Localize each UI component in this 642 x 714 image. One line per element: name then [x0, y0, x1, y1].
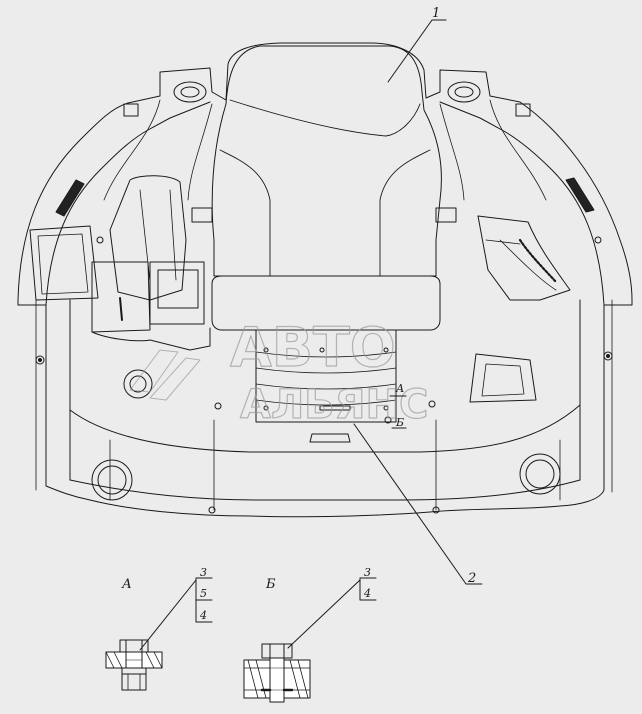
view-marker-a: А [389, 382, 407, 397]
view-marker-b-label: Б [395, 416, 404, 429]
detail-a: А 3 5 4 [105, 566, 213, 691]
detail-b-bolt [243, 643, 311, 703]
watermark-logo: АВТО АЛЬЯНС [129, 315, 429, 429]
detail-a-ref-5: 5 [200, 587, 207, 600]
right-pedal-bracket [469, 215, 571, 403]
detail-a-bolt [105, 639, 163, 691]
upper-mounts [103, 81, 547, 223]
fasteners [35, 236, 613, 514]
callout-number-2: 2 [467, 571, 476, 586]
callout-number-1: 1 [432, 6, 440, 21]
watermark-line2: АЛЬЯНС [240, 382, 428, 428]
drain-holes [91, 369, 561, 501]
detail-b: Б 3 4 [243, 566, 377, 703]
callout-1: 1 [387, 6, 447, 83]
seat-suspension [255, 329, 397, 443]
detail-b-title: Б [265, 577, 276, 592]
floor-inner-edge [45, 101, 605, 306]
seat-back [211, 45, 442, 277]
callout-2: 2 [353, 423, 483, 586]
watermark-line1: АВТО [230, 316, 396, 379]
detail-a-title: А [121, 577, 132, 592]
seat-cushion [211, 275, 441, 331]
left-console [29, 175, 211, 351]
detail-a-ref-4: 4 [199, 609, 207, 622]
detail-a-ref-3: 3 [200, 566, 207, 579]
cab-floor-outline [17, 42, 633, 518]
assembly-main-view: АВТО АЛЬЯНС 1 2 А Б [17, 6, 633, 586]
detail-b-ref-3: 3 [364, 566, 371, 579]
view-marker-a-label: А [395, 382, 404, 395]
side-vents [55, 177, 595, 217]
view-marker-b: Б [391, 416, 407, 429]
detail-b-ref-4: 4 [363, 587, 371, 600]
